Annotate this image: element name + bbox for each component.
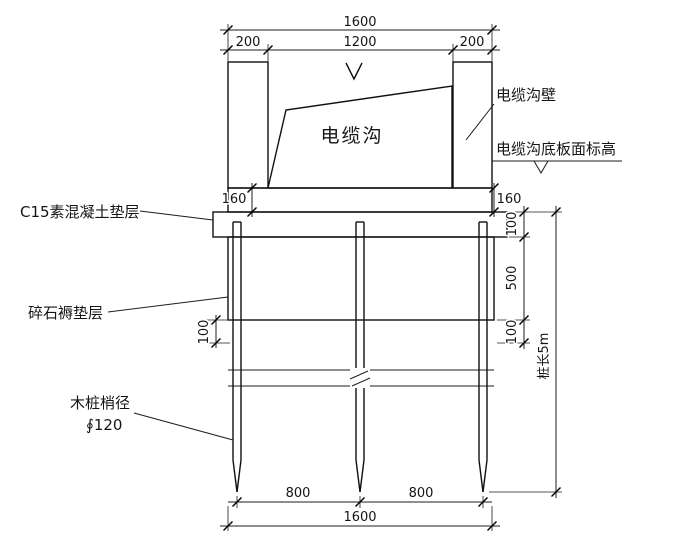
dim-bottom-total: 1600	[343, 510, 376, 525]
dim-slab-left-text: 160	[222, 192, 247, 207]
c15-leader	[139, 210, 214, 221]
dim-bottom: 800 800 1600	[220, 485, 500, 532]
drawing-break-lines	[228, 368, 494, 388]
pile-break-symbol	[349, 370, 369, 380]
pile-left	[232, 221, 242, 493]
annotations: 电缆沟 电缆沟壁 电缆沟底板面标高 C15素混凝土垫层 碎石褥垫层 木桩梢径 ∮…	[19, 85, 622, 441]
dim-slab-right: 160	[488, 182, 523, 218]
top-break-symbol	[345, 62, 363, 81]
dim-layer-gravel: 500	[505, 266, 520, 291]
dim-pile-spacing-right: 800	[409, 486, 434, 501]
dim-top-seg-right: 200	[460, 35, 485, 50]
wood-piles	[232, 221, 488, 493]
gravel-cushion-layer	[227, 236, 495, 321]
trench-floor-elevation-label: 电缆沟底板面标高	[496, 140, 616, 158]
gravel-leader	[107, 296, 229, 313]
dim-top-seg-left: 200	[236, 35, 261, 50]
pile-length-label: 桩长5m	[537, 333, 552, 380]
dim-slab-right-text: 160	[497, 192, 522, 207]
dim-pile-spacing-left: 800	[286, 486, 311, 501]
trench-structure	[212, 61, 508, 321]
pile-dia-leader	[133, 412, 234, 441]
c15-concrete-cushion-layer	[212, 211, 508, 238]
dim-top-total: 1600	[343, 15, 376, 30]
pile-dia-title: 木桩梢径	[70, 394, 130, 412]
trench-cavity	[267, 85, 453, 189]
gravel-cushion-label: 碎石褥垫层	[28, 304, 103, 322]
dim-slab-left: 160	[220, 182, 258, 218]
trench-floor-slab	[227, 187, 493, 213]
trench-wall-right	[452, 61, 493, 189]
dim-top: 1600 200 1200 200	[220, 14, 500, 62]
trench-wall-label: 电缆沟壁	[496, 86, 556, 104]
trench-wall-left	[227, 61, 269, 189]
trench-wall-leader	[465, 103, 495, 141]
dim-left-lower: 100	[196, 314, 230, 349]
dim-right-chain: 100 500 100	[497, 206, 562, 349]
dim-layer-c15: 100	[505, 212, 520, 237]
pile-middle	[355, 221, 365, 493]
elevation-symbol	[533, 160, 549, 174]
dim-pile-length: 桩长5m	[489, 206, 562, 498]
dim-layer-bottom-left: 100	[197, 320, 212, 345]
pile-dia-value: ∮120	[86, 416, 122, 434]
c15-cushion-label: C15素混凝土垫层	[20, 203, 140, 221]
pile-right	[478, 221, 488, 493]
trench-label: 电缆沟	[320, 125, 383, 147]
dim-top-seg-mid: 1200	[343, 35, 376, 50]
dim-layer-bottom-right: 100	[505, 320, 520, 345]
